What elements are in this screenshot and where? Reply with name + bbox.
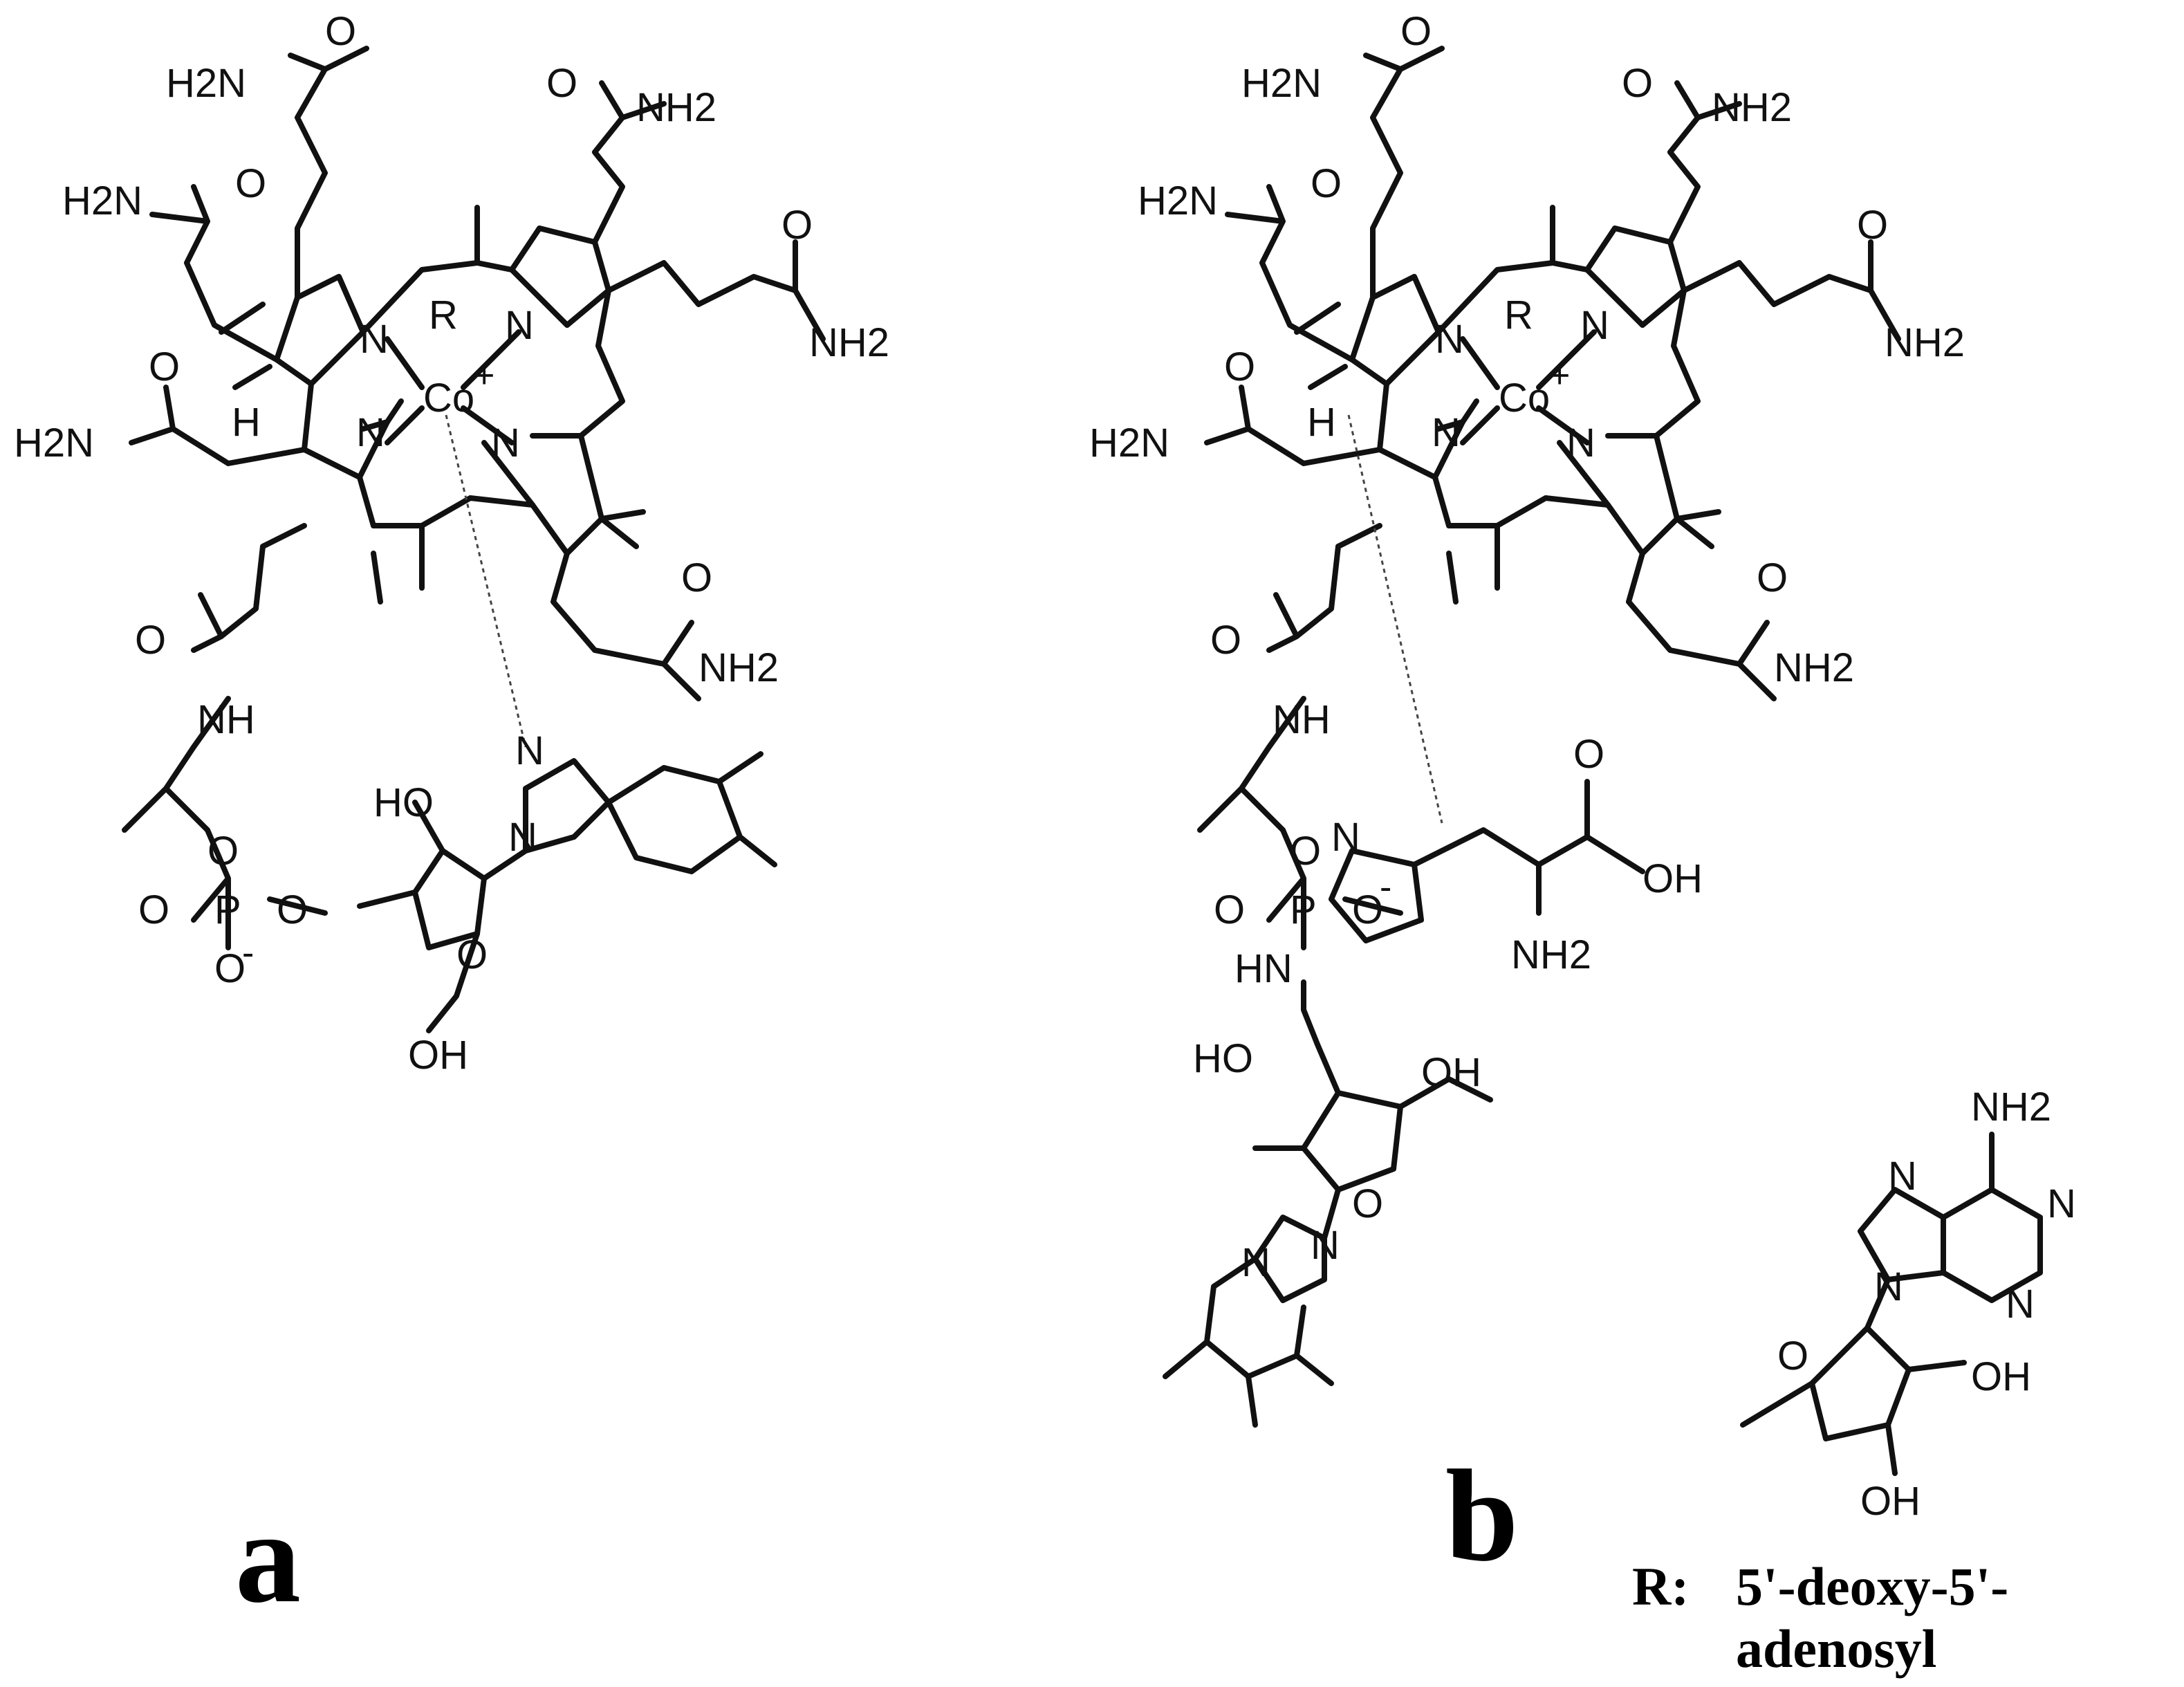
panel-a-n1: N [360, 317, 389, 362]
panel-a-amide-o-3: O [235, 161, 266, 206]
panel-b-n4: N [1566, 421, 1595, 465]
panel-b-phosphorus: P [1290, 887, 1317, 932]
panel-b-phosphate-charge: - [1380, 867, 1391, 907]
panel-a-amide-nh2-1: H2N [166, 61, 246, 106]
panel-b-amide-nh2-4: NH2 [1885, 320, 1965, 365]
panel-b-amide-nh2-2: NH2 [1712, 85, 1792, 130]
panel-b-label: b [1445, 1444, 1519, 1589]
r-group-n1: N [1888, 1154, 1917, 1199]
panel-a-phosphorus: P [214, 887, 241, 932]
panel-b-amide-o-4: O [1857, 203, 1888, 248]
panel-a-amide-nh2-2: NH2 [636, 85, 716, 130]
panel-b-sugar-oh: OH [1421, 1050, 1481, 1095]
panel-a-phosphate-o-minus: O [214, 946, 246, 991]
panel-b-amide-nh2-3: H2N [1138, 178, 1218, 223]
panel-a-amide-o-6: O [681, 555, 712, 600]
panel-b-n3: N [1432, 410, 1461, 455]
panel-b-cobalt: Co [1499, 376, 1550, 421]
panel-b-histidine-hn: HN [1234, 946, 1293, 991]
r-group-n3: N [2006, 1282, 2035, 1327]
panel-a-sugar-ring-o: O [456, 932, 488, 977]
panel-a-axial-r: R [429, 293, 458, 338]
panel-a-atom-labels: Co + R H N N N N N N H2N NH2 H2N NH2 H2N… [14, 9, 889, 1078]
panel-b-phosphate-o-double: O [1214, 887, 1245, 932]
panel-b-amide-o-1: O [1400, 9, 1432, 54]
r-group-structure [1740, 1132, 2043, 1476]
panel-b-structure [1163, 46, 1901, 1428]
panel-a-n3: N [356, 410, 385, 455]
panel-a-amide-o-7: O [135, 618, 166, 663]
panel-a-cobalt-charge: + [474, 356, 494, 396]
panel-a-n4: N [491, 421, 520, 465]
r-group-n4: N [1874, 1264, 1903, 1309]
panel-a-sugar-ho: HO [373, 780, 434, 825]
panel-b-n6: N [1311, 1223, 1340, 1268]
panel-b-phosphate-o-minus: O [1352, 887, 1383, 932]
panel-a-n5: N [515, 728, 544, 773]
panel-b-sugar-ring-o: O [1352, 1181, 1383, 1226]
panel-b-sugar-ho: HO [1193, 1036, 1253, 1081]
panel-a-sugar-oh: OH [408, 1033, 468, 1078]
panel-a-n6: N [508, 815, 537, 860]
panel-a-label: a [235, 1485, 301, 1630]
panel-b-n1: N [1435, 317, 1464, 362]
panel-b-n2: N [1580, 303, 1609, 348]
panel-b-histidine-oh: OH [1642, 856, 1703, 901]
r-group-ring-o: O [1777, 1334, 1808, 1379]
panel-b-amide-o-6: O [1757, 555, 1788, 600]
panel-a-ring-h: H [232, 400, 261, 445]
panel-a-n2: N [505, 303, 534, 348]
r-group-oh-1: OH [1971, 1354, 2031, 1399]
panel-b-amide-o-5: O [1224, 344, 1255, 389]
r-group-name-line1: 5'-deoxy-5'- [1736, 1556, 2008, 1616]
r-group-nh2: NH2 [1971, 1085, 2051, 1130]
panel-a-amide-nh2-5: H2N [14, 421, 94, 465]
panel-b-histidine-o: O [1573, 732, 1604, 777]
panel-a-amide-nh2-6: NH2 [698, 645, 779, 690]
panel-b-n5: N [1241, 1240, 1270, 1285]
panel-b-axial-r: R [1504, 293, 1533, 338]
panel-b-ring-h: H [1307, 400, 1336, 445]
panel-b-amide-o-3: O [1311, 161, 1342, 206]
r-group-name-line2: adenosyl [1736, 1619, 1936, 1679]
panel-b-amide-nh2-6: NH2 [1774, 645, 1854, 690]
panel-a-amide-o-5: O [149, 344, 180, 389]
panel-b-amide-nh2-1: H2N [1241, 61, 1322, 106]
panel-b-linker-nh: NH [1273, 697, 1331, 742]
panel-a-amide-o-2: O [546, 61, 577, 106]
panel-b-atom-labels: Co + R H N N N N N N H2N NH2 H2N NH2 H2N… [1089, 9, 1965, 1285]
panel-b-amide-o-7: O [1210, 618, 1241, 663]
panel-b-histidine-n: N [1331, 815, 1360, 860]
r-group-atom-labels: NH2 N N N N O OH OH [1777, 1085, 2076, 1524]
panel-a-amide-nh2-4: NH2 [809, 320, 889, 365]
panel-a-amide-nh2-3: H2N [62, 178, 142, 223]
panel-b-amide-o-2: O [1622, 61, 1653, 106]
r-group-oh-2: OH [1860, 1479, 1921, 1524]
panel-a-amide-o-4: O [781, 203, 813, 248]
panel-b-cobalt-charge: + [1549, 356, 1570, 396]
panel-a-structure [122, 46, 826, 1033]
panel-a-phosphate-o-ester2: O [277, 887, 308, 932]
panel-a-phosphate-charge: - [242, 933, 254, 973]
panel-b-phosphate-o-ester: O [1290, 829, 1321, 874]
r-group-n2: N [2047, 1181, 2076, 1226]
panel-a-amide-o-1: O [325, 9, 356, 54]
panel-b-histidine-nh2: NH2 [1511, 932, 1591, 977]
panel-a-linker-nh: NH [197, 697, 255, 742]
panel-a-phosphate-o-double: O [138, 887, 169, 932]
panel-b-amide-nh2-5: H2N [1089, 421, 1169, 465]
r-group-prefix: R: [1632, 1556, 1689, 1616]
panel-a-cobalt: Co [423, 376, 474, 421]
panel-a-phosphate-o-ester1: O [207, 829, 239, 874]
